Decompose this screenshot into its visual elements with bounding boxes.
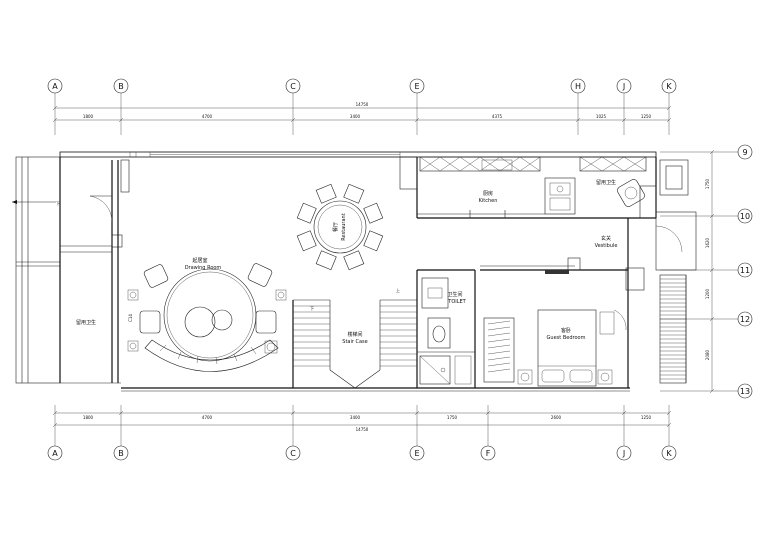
toilet-fixtures	[419, 277, 472, 385]
dim-bottom-seg-4: 1750	[447, 415, 458, 420]
cabinet-cross	[439, 156, 461, 172]
dim-top-seg-4: 4375	[492, 114, 503, 119]
stair-down-mark: 下	[310, 306, 314, 311]
grid-label-right-13: 13	[740, 387, 750, 396]
dining-chair	[296, 230, 317, 252]
dining-chair	[343, 250, 365, 271]
cabinet-cross	[499, 156, 521, 172]
grid-label-bottom-c: C	[290, 449, 296, 458]
toilet-en-label: TOILET	[447, 299, 466, 305]
grid-label-top-k: K	[666, 82, 672, 91]
grid-label-right-11: 11	[740, 266, 750, 275]
grid-label-bottom-f: F	[486, 449, 491, 458]
dining-chair	[363, 230, 384, 252]
cabinet-cross	[479, 156, 501, 172]
grid-label-bottom-b: B	[118, 449, 124, 458]
dim-right-seg-1: 1750	[705, 178, 710, 189]
wardrobe-hanger	[487, 320, 511, 325]
drawing-cn-label: 起居室	[192, 257, 207, 264]
dining-chair	[343, 183, 365, 204]
cabinet-cross	[459, 156, 481, 172]
wardrobe-hanger	[487, 338, 511, 343]
kitchen-counters	[419, 156, 647, 215]
wardrobe-hanger	[487, 350, 511, 355]
top-grid-axes: A B C E H J K	[47, 78, 677, 135]
dining-chair	[296, 202, 317, 224]
drawing-c-mark: C14	[128, 314, 133, 322]
restaurant-cn-label: 餐厅	[332, 222, 339, 232]
grid-label-right-10: 10	[740, 212, 750, 221]
dining-chair	[315, 183, 337, 204]
cabinet-cross	[519, 156, 541, 172]
dim-top-seg-2: 4700	[202, 114, 213, 119]
wardrobe-hanger	[487, 326, 511, 331]
grid-label-bottom-k: K	[666, 449, 672, 458]
vestibule-top-cn-label: 留用卫生	[596, 179, 616, 186]
dim-top-seg-1: 1800	[83, 114, 94, 119]
building-walls	[15, 151, 657, 392]
wardrobe-hanger	[487, 368, 511, 373]
cabinet-cross	[601, 156, 625, 172]
dim-top-seg-5: 1025	[596, 114, 607, 119]
grid-label-right-12: 12	[740, 315, 750, 324]
left-balcony-label: 留用卫生	[76, 319, 96, 326]
restaurant-en-label: Restaurant	[341, 213, 347, 240]
dim-bottom-seg-1: 1800	[83, 415, 94, 420]
bottom-grid-axes: 1800 4700 3400 1750 2600 1250 14750 A B …	[47, 405, 677, 461]
dining-chair	[363, 202, 384, 224]
wardrobe-hanger	[487, 332, 511, 337]
grid-label-top-c: C	[290, 82, 296, 91]
guest-en-label: Guest Bedroom	[547, 335, 586, 341]
cabinet-cross	[623, 156, 647, 172]
dim-top-seg-6: 1250	[641, 114, 652, 119]
cabinet-cross	[579, 156, 603, 172]
grid-label-top-e: E	[414, 82, 419, 91]
guest-cn-label: 客卧	[561, 327, 571, 334]
dim-bottom-seg-5: 2600	[551, 415, 562, 420]
dim-right-seg-2: 1620	[705, 237, 710, 248]
dim-top-total: 14750	[356, 102, 369, 107]
wardrobe-hanger	[487, 356, 511, 361]
dim-bottom-total: 14750	[356, 427, 369, 432]
dim-bottom-seg-2: 4700	[202, 415, 213, 420]
drawing-en-label: Drawing Room	[185, 265, 222, 271]
vestibule-en-label: Vestibule	[595, 243, 618, 249]
dim-top-seg-3: 3400	[350, 114, 361, 119]
dim-bottom-seg-3: 3400	[350, 415, 361, 420]
grid-label-top-b: B	[118, 82, 124, 91]
dim-right-seg-4: 2080	[705, 349, 710, 360]
grid-label-top-h: H	[575, 82, 581, 91]
stair-up-mark: 上	[396, 287, 400, 293]
guest-bedroom-furniture	[483, 309, 627, 387]
staircase	[293, 299, 417, 389]
grid-label-bottom-e: E	[414, 449, 419, 458]
right-exterior-stair	[655, 159, 697, 384]
stair-en-label: Stair Case	[342, 339, 367, 345]
top-dimension-lines: 14750 1800 4700 3400 4375 1025 1250	[52, 102, 672, 123]
dining-table	[296, 183, 384, 271]
right-grid-axes: 1750 1620 1200 2080 9 10 11 12 13	[660, 144, 753, 399]
grid-label-top-a: A	[52, 82, 58, 91]
top-window-marks	[129, 151, 401, 158]
kitchen-en-label: Kitchen	[479, 198, 498, 204]
wardrobe-hanger	[487, 362, 511, 367]
kitchen-cn-label: 厨房	[483, 190, 493, 197]
dim-right-seg-3: 1200	[705, 288, 710, 299]
grid-label-bottom-j: J	[622, 449, 625, 458]
dim-bottom-seg-6: 1250	[641, 415, 652, 420]
grid-label-top-j: J	[622, 82, 625, 91]
wardrobe-hanger	[487, 344, 511, 349]
grid-label-bottom-a: A	[52, 449, 58, 458]
grid-label-right-9: 9	[742, 148, 747, 157]
drawing-room-furniture	[127, 263, 287, 372]
stair-cn-label: 楼梯间	[347, 331, 362, 338]
left-down-mark: 下	[56, 201, 60, 206]
vestibule-cn-label: 玄关	[601, 235, 611, 242]
dining-chair	[315, 250, 337, 271]
cabinet-cross	[419, 156, 441, 172]
vestibule-armchair	[617, 179, 645, 207]
toilet-cn-label: 卫生间	[447, 291, 462, 298]
